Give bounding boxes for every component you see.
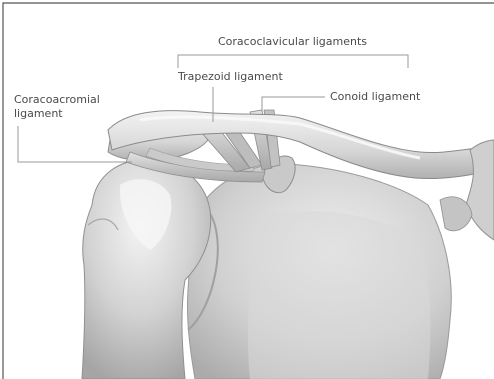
coracoclavicular-bracket (178, 55, 408, 68)
coracoacromial-label-line-1: Coracoacromial (14, 93, 100, 107)
conoid-ligament-label: Conoid ligament (330, 90, 420, 104)
coracoclavicular-ligaments-label: Coracoclavicular ligaments (218, 35, 367, 49)
coracoacromial-label-line-2: ligament (14, 107, 100, 121)
scapula-fossa (248, 211, 431, 379)
coracoacromial-ligament-label: Coracoacromial ligament (14, 93, 100, 121)
trapezoid-ligament-label: Trapezoid ligament (178, 70, 283, 84)
